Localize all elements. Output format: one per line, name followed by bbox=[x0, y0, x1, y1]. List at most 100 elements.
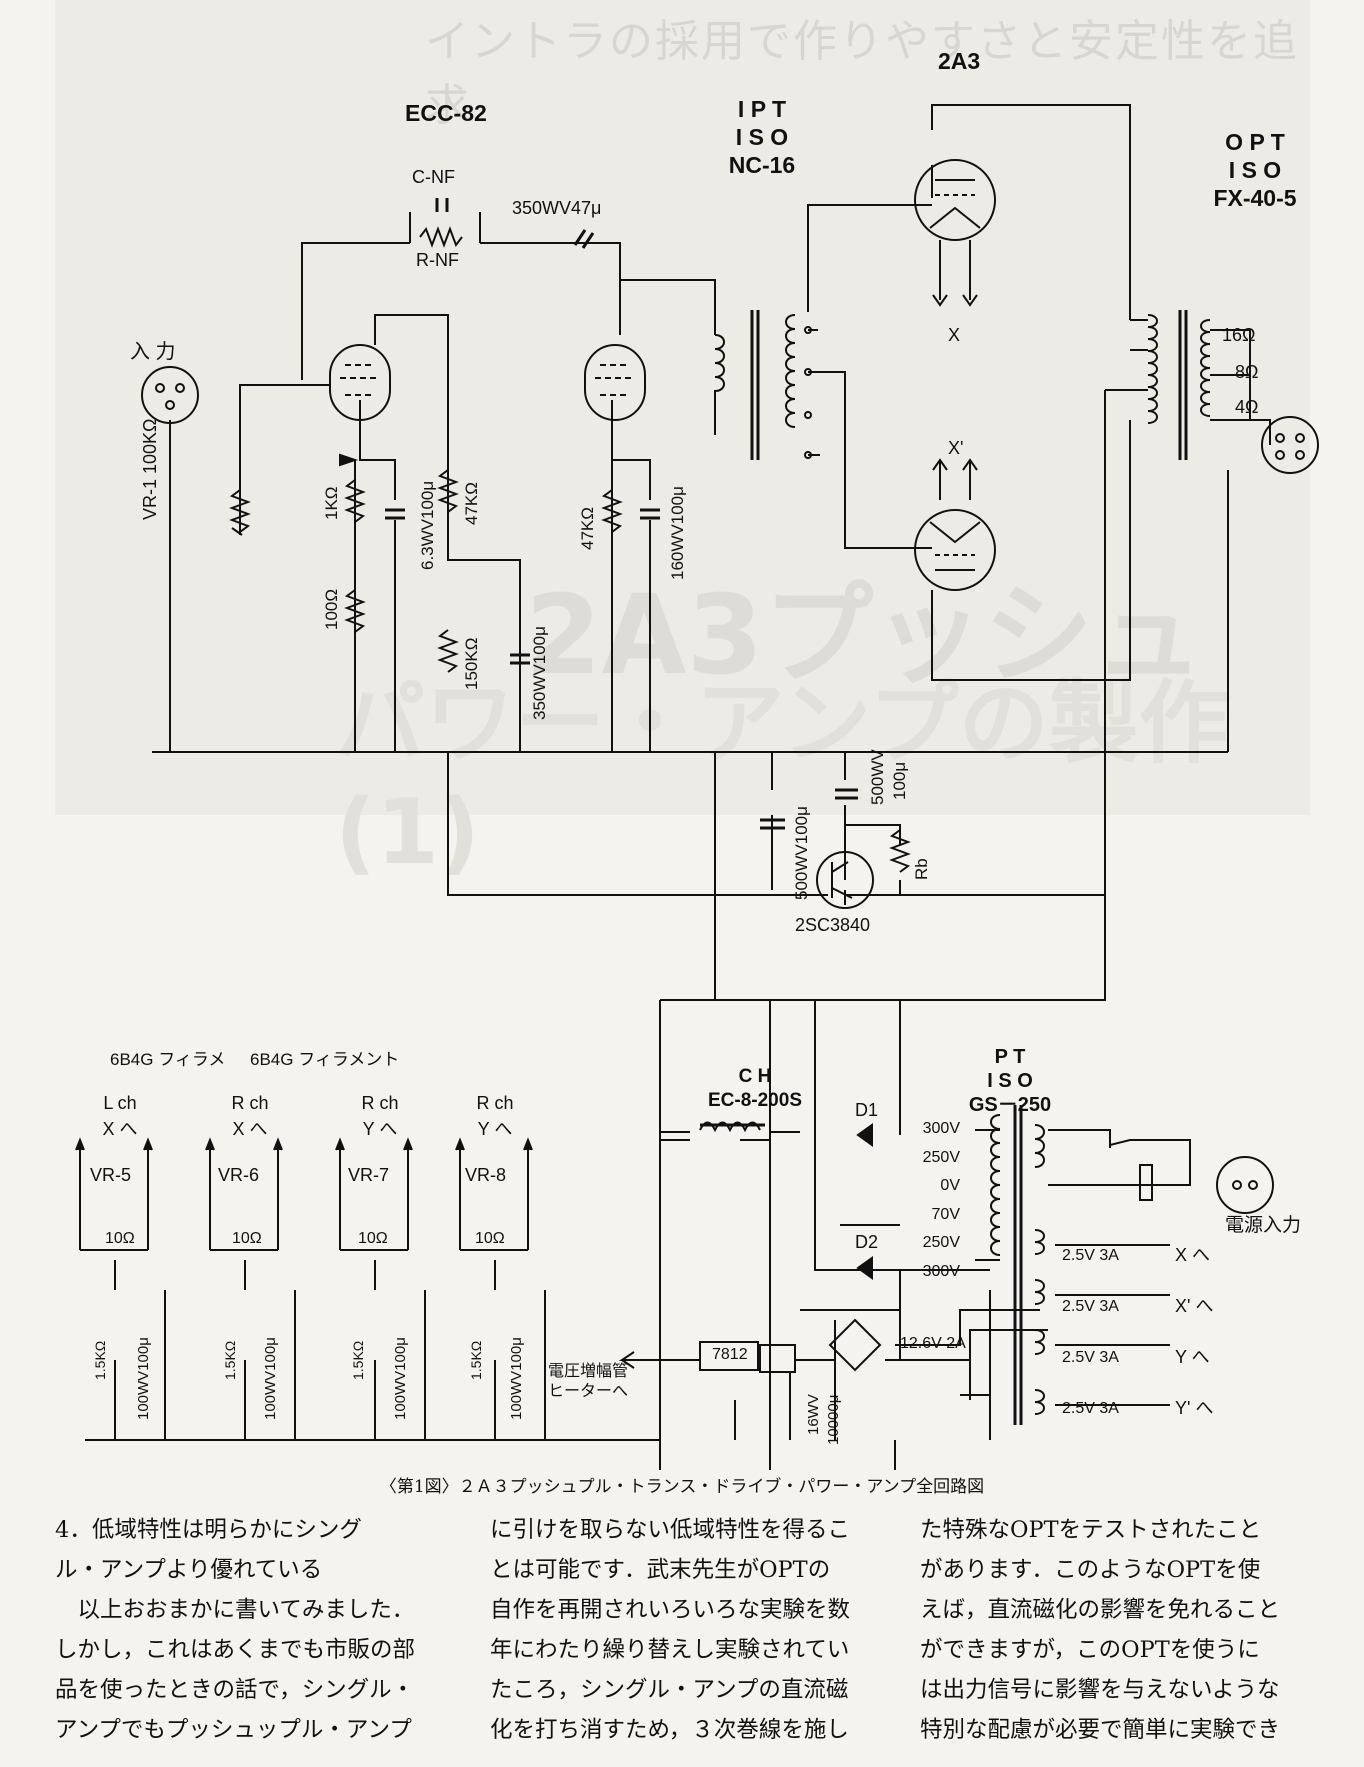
output-jack bbox=[1261, 416, 1319, 474]
col3-line: 特別な配慮が必要で簡単に実験でき bbox=[920, 1717, 1281, 1743]
pt-tap-250: 250V bbox=[922, 1148, 960, 1166]
tube-2a3-lower bbox=[914, 509, 996, 591]
label-input: 入 力 bbox=[130, 341, 176, 363]
label-cnf: C-NF bbox=[412, 167, 455, 187]
col1-line: 4．低域特性は明らかにシング bbox=[55, 1517, 362, 1543]
col2-line: とは可能です．武末先生がOPTの bbox=[490, 1557, 831, 1583]
label-x: X bbox=[948, 325, 961, 345]
col2-line: 自作を再開されいろいろな実験を数 bbox=[490, 1597, 851, 1623]
resistors bbox=[229, 226, 911, 873]
transistor-2sc3840 bbox=[816, 851, 874, 909]
col1-line: 品を使ったときの話で，シングル・ bbox=[55, 1677, 415, 1703]
faded-subheading: パワー・アンプの製作(1) bbox=[335, 671, 1229, 885]
pt-taps: 300V 250V 0V 70V 250V 300V bbox=[915, 1115, 960, 1286]
choke-line-1: C H bbox=[738, 1066, 772, 1087]
label-c63wv: 6.3WV100μ bbox=[418, 480, 437, 570]
power-transformer bbox=[990, 1105, 1191, 1425]
label-c16wv: 16WV bbox=[805, 1394, 822, 1435]
label-r15k-1: 1.5KΩ bbox=[92, 1340, 108, 1380]
text-column-3: た特殊なOPTをテストされたこと があります．このようなOPTを使 えば，直流磁… bbox=[920, 1510, 1300, 1750]
heater-out-line-1: 電圧増幅管 bbox=[548, 1363, 629, 1380]
diodes bbox=[856, 1123, 873, 1280]
col3-line: ができますが，このOPTを使うに bbox=[920, 1637, 1260, 1663]
text-column-2: に引けを取らない低域特性を得るこ とは可能です．武末先生がOPTの 自作を再開さ… bbox=[490, 1510, 870, 1750]
fil-ch-3-vr: VR-7 bbox=[348, 1165, 390, 1185]
col2-line: 年にわたり繰り替えし実験されてい bbox=[490, 1637, 850, 1663]
label-c350wv: 350WV100μ bbox=[530, 626, 549, 720]
fil-ch-3-xy: Y へ bbox=[362, 1119, 398, 1139]
ipt-line-1: I P T bbox=[737, 96, 787, 122]
label-7812: 7812 bbox=[712, 1346, 748, 1363]
transformer-ipt bbox=[714, 310, 812, 460]
transformer-opt bbox=[1147, 310, 1211, 460]
fil-ch-4-xy: Y へ bbox=[477, 1119, 513, 1139]
pt-tap-250b: 250V bbox=[922, 1234, 960, 1251]
opt-line-3: FX-40-5 bbox=[1213, 185, 1297, 211]
pt-line-2: I S O bbox=[987, 1070, 1033, 1092]
col1-line: 以上おおまかに書いてみました． bbox=[55, 1597, 415, 1623]
heater-out-line-2: ヒーターへ bbox=[548, 1383, 629, 1400]
capacitors bbox=[385, 198, 858, 830]
label-tap16: 16Ω bbox=[1222, 325, 1256, 345]
col1-line: しかし，これはあくまでも市販の部 bbox=[55, 1637, 416, 1663]
fil-ch-1-vr: VR-5 bbox=[90, 1165, 132, 1185]
label-filament-title-1: 6B4G フィラメ bbox=[110, 1050, 226, 1069]
fil-ch-2: R ch X へ bbox=[220, 1090, 280, 1142]
label-c500wv-b: 500WV bbox=[868, 749, 887, 805]
label-rnf: R-NF bbox=[416, 250, 459, 270]
faded-title: イントラの採用で作りやすさと安定性を追求 bbox=[425, 16, 1299, 131]
winding-outputs: X へ X' へ Y へ Y' へ bbox=[1175, 1230, 1213, 1434]
label-ecc82: ECC-82 bbox=[405, 100, 487, 126]
col3-line: えば，直流磁化の影響を免れること bbox=[920, 1597, 1281, 1623]
winding-2: 2.5V 3A bbox=[1062, 1298, 1119, 1315]
fil-ch-4-ch: R ch bbox=[476, 1093, 514, 1113]
pt-tap-70: 70V bbox=[931, 1205, 960, 1223]
label-filament-title-2: 6B4G フィラメント bbox=[250, 1050, 400, 1069]
label-r10-1: 10Ω bbox=[105, 1230, 135, 1247]
label-r10-3: 10Ω bbox=[358, 1230, 388, 1247]
winding-out-2: X' へ bbox=[1175, 1296, 1214, 1316]
regulator-7812-box bbox=[699, 1341, 759, 1371]
col1-line: ル・アンプより優れている bbox=[55, 1557, 323, 1583]
label-d1: D1 bbox=[855, 1100, 879, 1120]
label-r15k-2: 1.5KΩ bbox=[222, 1340, 238, 1380]
pt-line-1: P T bbox=[994, 1046, 1026, 1068]
fil-ch-3-ch: R ch bbox=[361, 1093, 399, 1113]
filament-wiring bbox=[75, 1137, 660, 1441]
circuit-schematic bbox=[75, 104, 1319, 1470]
label-vr1: VR-1 100KΩ bbox=[140, 418, 160, 520]
power-inlet bbox=[1139, 1156, 1274, 1214]
tube-v2 bbox=[584, 344, 646, 421]
text-column-1: 4．低域特性は明らかにシング ル・アンプより優れている 以上おおまかに書いてみま… bbox=[55, 1510, 435, 1750]
col3-line: た特殊なOPTをテストされたこと bbox=[920, 1517, 1262, 1543]
label-r1k: 1KΩ bbox=[322, 486, 341, 520]
label-r10-4: 10Ω bbox=[475, 1230, 505, 1247]
label-c160wv: 160WV100μ bbox=[668, 486, 687, 580]
figure-caption: 〈第1図〉２Ａ３プッシュプル・トランス・ドライブ・パワー・アンプ全回路図 bbox=[379, 1477, 985, 1497]
fil-ch-4: R ch Y へ bbox=[465, 1090, 525, 1142]
arrow-x bbox=[932, 294, 978, 307]
label-tap8: 8Ω bbox=[1235, 362, 1259, 382]
fil-ch-1-xy: X へ bbox=[102, 1119, 138, 1139]
power-supply-wiring bbox=[618, 999, 1105, 1470]
arrow-xprime bbox=[932, 458, 978, 471]
label-coupling-cap: 350WV47μ bbox=[512, 198, 602, 218]
label-r10-2: 10Ω bbox=[232, 1230, 262, 1247]
label-r47k-b: 47KΩ bbox=[578, 507, 597, 550]
col1-line: アンプでもプッシュップル・アンプ bbox=[55, 1717, 412, 1743]
label-opt: O P T I S O FX-40-5 bbox=[1195, 128, 1315, 212]
fil-ch-2-ch: R ch bbox=[231, 1093, 269, 1113]
col3-line: があります．このようなOPTを使 bbox=[920, 1557, 1261, 1583]
label-c100wv-3: 100WV100μ bbox=[392, 1337, 409, 1420]
label-transistor: 2SC3840 bbox=[795, 915, 871, 935]
tube-v1 bbox=[329, 344, 391, 421]
label-c100wv-1: 100WV100μ bbox=[135, 1337, 152, 1420]
label-2a3: 2A3 bbox=[938, 48, 981, 74]
winding-out-1: X へ bbox=[1175, 1245, 1211, 1265]
fil-ch-2-xy: X へ bbox=[232, 1119, 268, 1139]
windings: 2.5V 3A 2.5V 3A 2.5V 3A 2.5V 3A bbox=[1062, 1230, 1119, 1434]
winding-out-3: Y へ bbox=[1175, 1347, 1210, 1367]
col3-line: は出力信号に影響を与えないような bbox=[920, 1677, 1280, 1703]
ipt-line-2: I S O bbox=[735, 124, 789, 150]
fil-ch-1: L ch X へ bbox=[90, 1090, 150, 1142]
